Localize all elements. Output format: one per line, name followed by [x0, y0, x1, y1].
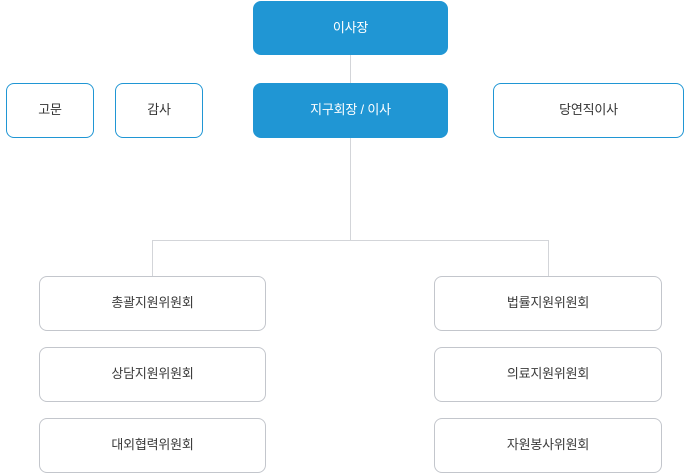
node-committee-general-support[interactable]: 총괄지원위원회	[39, 276, 266, 331]
connector-bus-to-right-column	[548, 240, 549, 276]
node-chairman-label: 이사장	[332, 19, 369, 35]
node-committee-legal-support[interactable]: 법률지원위원회	[434, 276, 662, 331]
node-auditor-label: 감사	[147, 102, 171, 118]
connector-committee-bus	[152, 240, 549, 241]
node-committee-medical-support[interactable]: 의료지원위원회	[434, 347, 662, 402]
connector-district-to-committee-bus	[350, 138, 351, 240]
node-committee-counseling-support-label: 상담지원위원회	[111, 366, 194, 382]
node-district-president-director-label: 지구회장 / 이사	[310, 102, 391, 118]
node-advisor[interactable]: 고문	[6, 83, 94, 138]
node-district-president-director[interactable]: 지구회장 / 이사	[253, 83, 448, 138]
node-chairman[interactable]: 이사장	[253, 1, 448, 55]
node-committee-legal-support-label: 법률지원위원회	[506, 295, 590, 311]
node-auditor[interactable]: 감사	[115, 83, 203, 138]
node-committee-general-support-label: 총괄지원위원회	[111, 295, 194, 311]
node-committee-external-cooperation[interactable]: 대외협력위원회	[39, 418, 266, 473]
node-committee-medical-support-label: 의료지원위원회	[506, 366, 590, 382]
node-committee-counseling-support[interactable]: 상담지원위원회	[39, 347, 266, 402]
node-advisor-label: 고문	[38, 102, 62, 118]
node-committee-volunteer[interactable]: 자원봉사위원회	[434, 418, 662, 473]
node-ex-officio-director[interactable]: 당연직이사	[493, 83, 684, 138]
node-committee-volunteer-label: 자원봉사위원회	[506, 437, 590, 453]
node-committee-external-cooperation-label: 대외협력위원회	[111, 437, 194, 453]
connector-bus-to-left-column	[152, 240, 153, 276]
node-ex-officio-director-label: 당연직이사	[559, 102, 618, 118]
connector-chairman-to-district	[350, 55, 351, 83]
